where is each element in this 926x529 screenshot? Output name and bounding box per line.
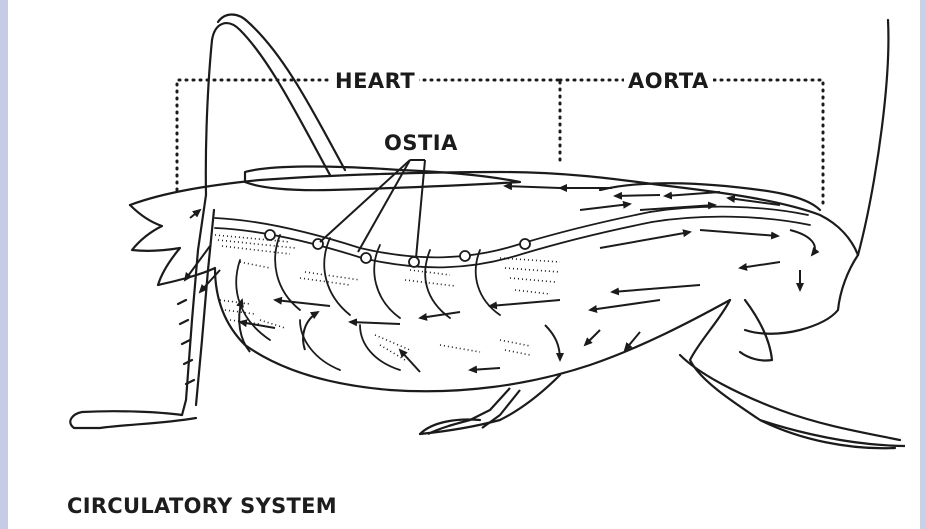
aorta-bracket (560, 80, 823, 205)
flow-arrows (185, 186, 815, 372)
hind-leg (70, 15, 345, 429)
ostia-label: OSTIA (380, 133, 462, 154)
heart-label: HEART (331, 71, 419, 92)
body-outline (130, 20, 900, 448)
figure-caption: CIRCULATORY SYSTEM (67, 494, 337, 518)
front-legs (428, 388, 905, 446)
aorta-label: AORTA (624, 71, 713, 92)
